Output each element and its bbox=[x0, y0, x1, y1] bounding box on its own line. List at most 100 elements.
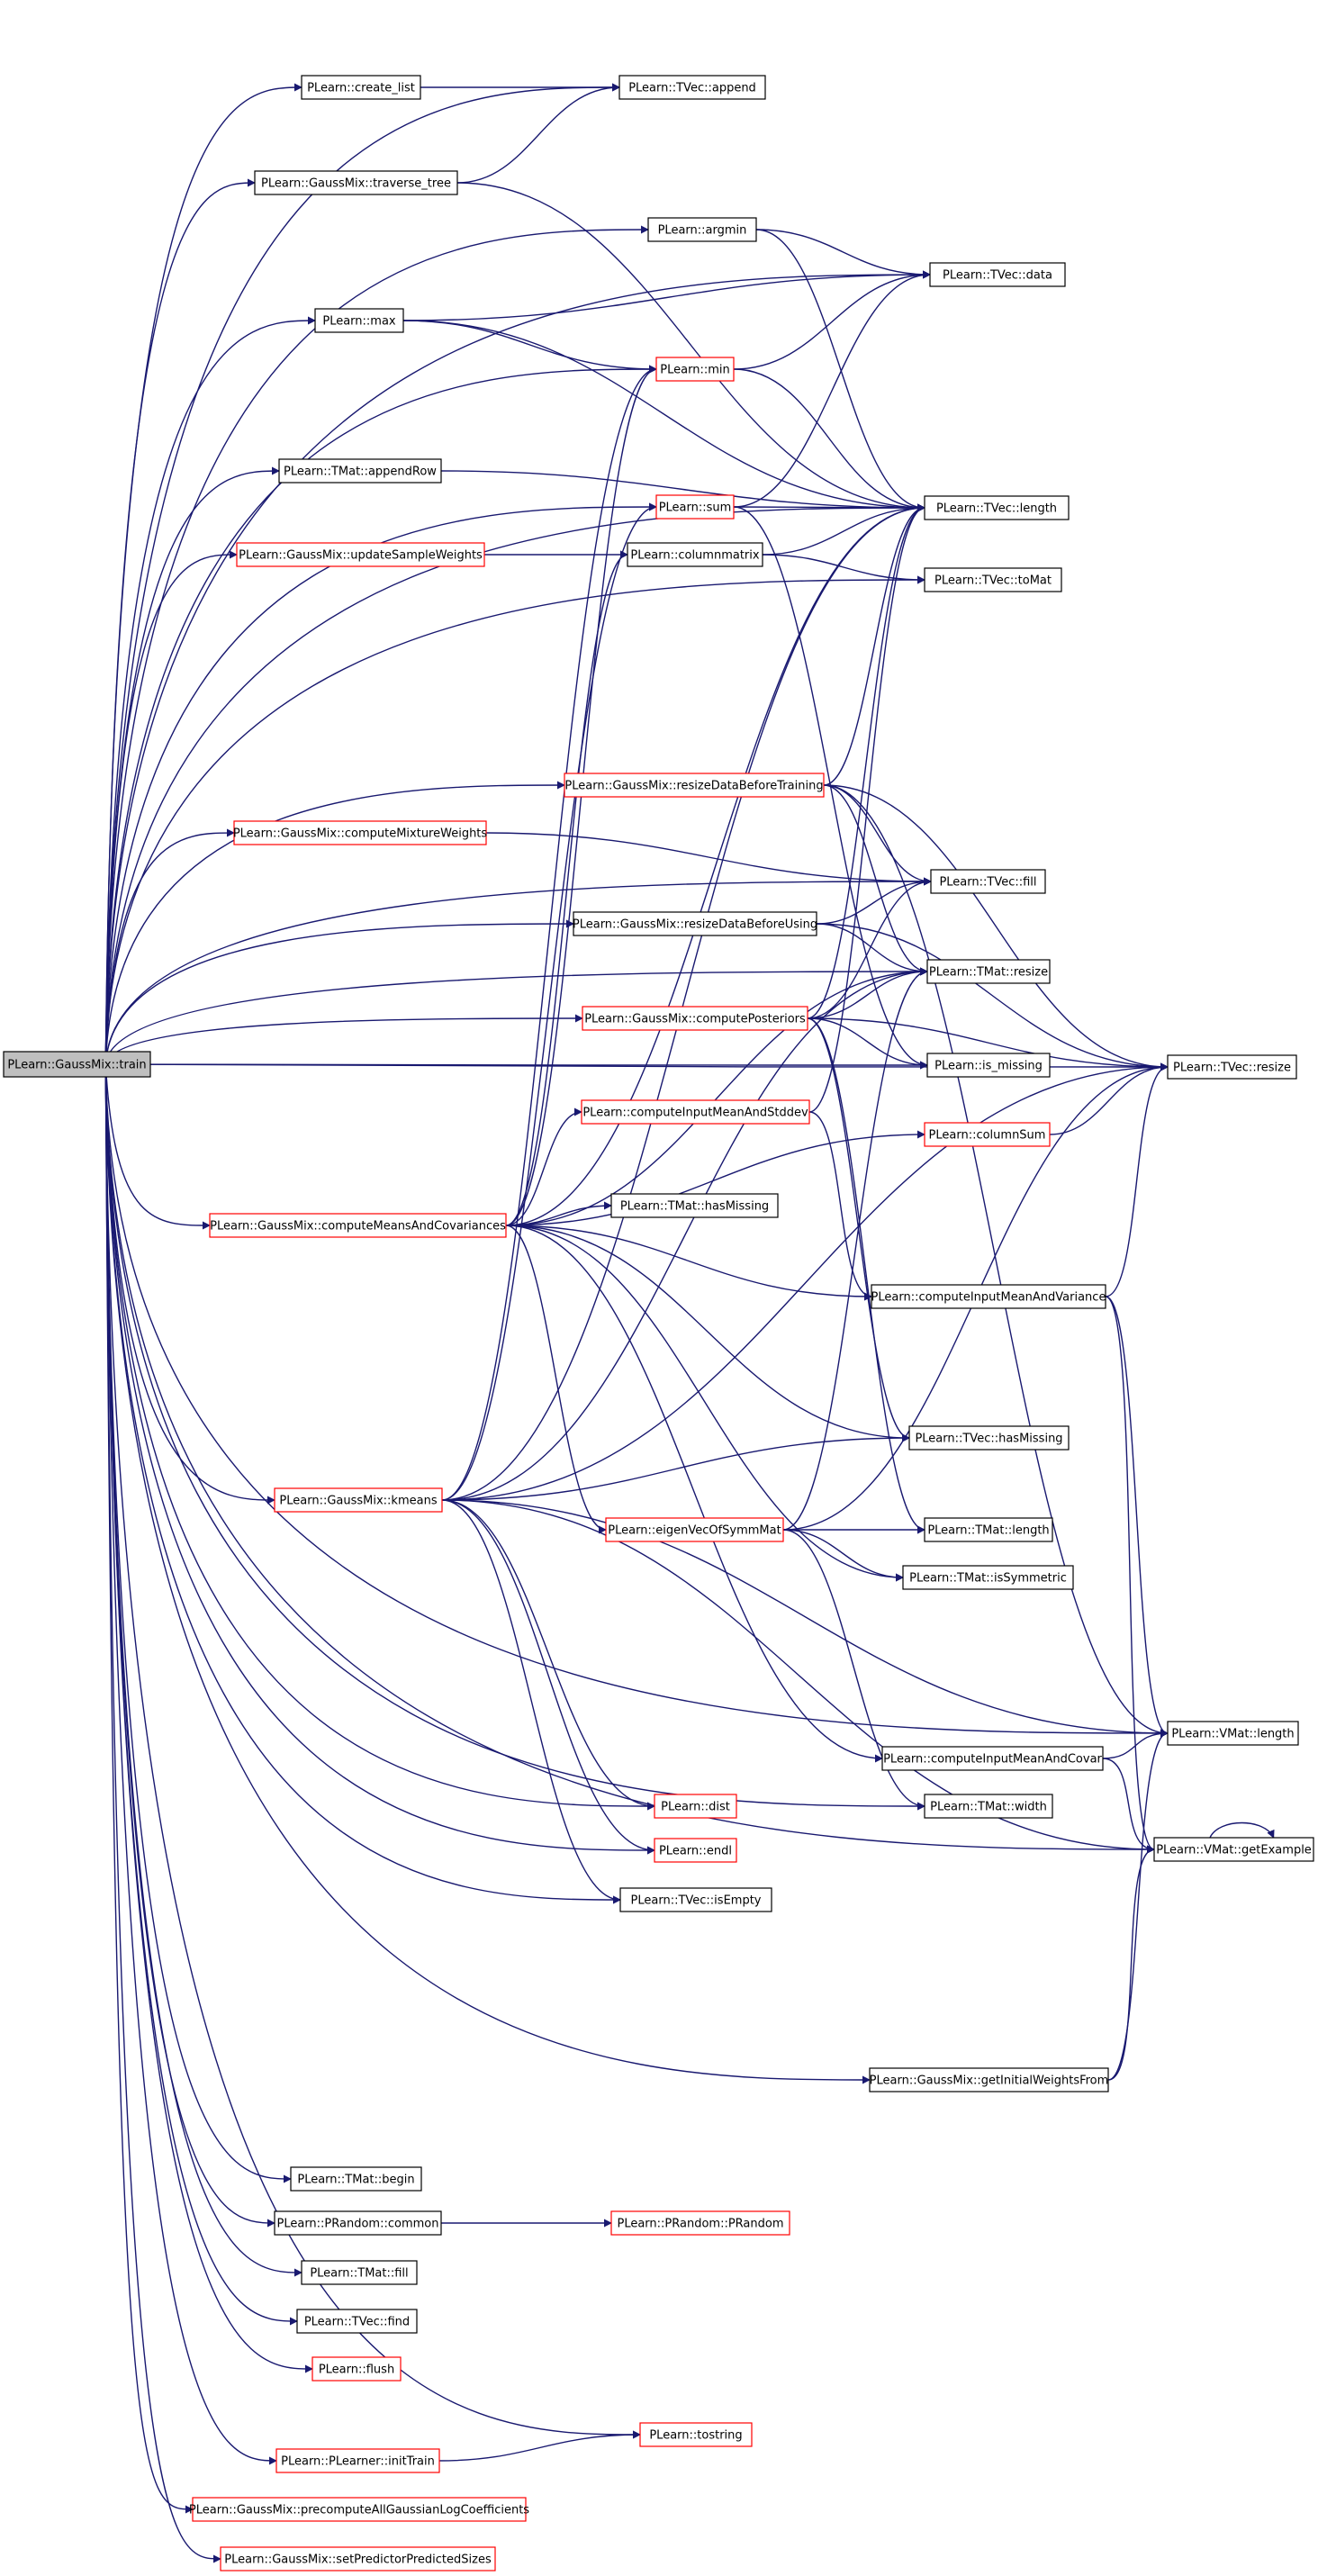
node-box bbox=[610, 2210, 790, 2236]
node-update-sample-weights[interactable]: PLearn::GaussMix::updateSampleWeights bbox=[236, 542, 485, 567]
node-compute-mixture-weights[interactable]: PLearn::GaussMix::computeMixtureWeights bbox=[233, 820, 488, 845]
node-append[interactable]: PLearn::TVec::append bbox=[618, 75, 766, 100]
node-tvec-length[interactable]: PLearn::TVec::length bbox=[924, 495, 1070, 520]
edge-train-to-max bbox=[104, 316, 316, 1065]
node-compute-input-mean-and-variance[interactable]: PLearn::computeInputMeanAndVariance bbox=[871, 1284, 1106, 1309]
node-box bbox=[924, 1517, 1053, 1542]
node-box bbox=[924, 1122, 1051, 1147]
node-label: PLearn::TVec::toMat bbox=[934, 574, 1052, 588]
edge-train-to-tmat-fill bbox=[104, 1063, 302, 2277]
node-label: PLearn::computeInputMeanAndStddev bbox=[582, 1107, 808, 1120]
node-compute-input-mean-and-covar[interactable]: PLearn::computeInputMeanAndCovar bbox=[881, 1746, 1104, 1771]
edge-kmeans-to-tmat-resize bbox=[441, 967, 928, 1501]
node-vmat-length[interactable]: PLearn::VMat::length bbox=[1167, 1721, 1299, 1746]
edge-train-to-resize-data-before-using bbox=[104, 919, 574, 1065]
edge-resize-data-before-using-to-tvec-fill bbox=[816, 877, 932, 925]
node-box bbox=[192, 2497, 527, 2522]
node-set-predictor[interactable]: PLearn::GaussMix::setPredictorPredictedS… bbox=[220, 2546, 496, 2571]
edge-train-to-tvec-data bbox=[104, 270, 931, 1065]
node-flush[interactable]: PLearn::flush bbox=[311, 2356, 402, 2382]
node-box bbox=[1167, 1721, 1299, 1746]
node-train[interactable]: PLearn::GaussMix::train bbox=[3, 1051, 151, 1078]
node-traverse-tree[interactable]: PLearn::GaussMix::traverse_tree bbox=[254, 170, 458, 195]
edge-kmeans-to-vmat-length bbox=[441, 1499, 1169, 1738]
edge-train-to-create-list bbox=[104, 83, 302, 1065]
node-is-missing[interactable]: PLearn::is_missing bbox=[926, 1053, 1051, 1078]
node-tmat-width[interactable]: PLearn::TMat::width bbox=[924, 1794, 1053, 1819]
node-columnmatrix[interactable]: PLearn::columnmatrix bbox=[627, 542, 763, 567]
node-tmat-resize[interactable]: PLearn::TMat::resize bbox=[926, 959, 1051, 984]
node-init-train[interactable]: PLearn::PLearner::initTrain bbox=[275, 2448, 440, 2473]
edge-train-to-vmat-length bbox=[104, 1063, 1169, 1738]
node-tvec-resize[interactable]: PLearn::TVec::resize bbox=[1167, 1054, 1297, 1080]
node-tvec-find[interactable]: PLearn::TVec::find bbox=[296, 2309, 418, 2334]
node-label: PLearn::TMat::isSymmetric bbox=[909, 1572, 1067, 1586]
node-box bbox=[233, 820, 487, 845]
node-tmat-length[interactable]: PLearn::TMat::length bbox=[924, 1517, 1053, 1542]
node-label: PLearn::GaussMix::computePosteriors bbox=[584, 1013, 806, 1026]
node-label: PLearn::TVec::hasMissing bbox=[915, 1433, 1062, 1446]
node-label: PLearn::GaussMix::train bbox=[7, 1059, 146, 1072]
edge-kmeans-to-endl bbox=[441, 1499, 655, 1855]
node-resize-data-before-training[interactable]: PLearn::GaussMix::resizeDataBeforeTraini… bbox=[564, 773, 825, 798]
node-append-row[interactable]: PLearn::TMat::appendRow bbox=[278, 458, 442, 484]
node-label: PLearn::TMat::width bbox=[930, 1801, 1047, 1814]
node-precompute[interactable]: PLearn::GaussMix::precomputeAllGaussianL… bbox=[189, 2497, 529, 2522]
node-get-example[interactable]: PLearn::VMat::getExample bbox=[1153, 1837, 1314, 1862]
node-tvec-fill[interactable]: PLearn::TVec::fill bbox=[930, 869, 1046, 894]
node-tmat-fill[interactable]: PLearn::TMat::fill bbox=[301, 2260, 418, 2285]
node-common[interactable]: PLearn::PRandom::common bbox=[274, 2210, 442, 2236]
edge-max-to-tvec-length bbox=[402, 320, 925, 512]
node-label: PLearn::GaussMix::traverse_tree bbox=[261, 177, 451, 191]
edge-train-to-flush bbox=[104, 1063, 313, 2373]
node-box bbox=[582, 1006, 808, 1031]
node-prandom[interactable]: PLearn::PRandom::PRandom bbox=[610, 2210, 790, 2236]
node-tostring[interactable]: PLearn::tostring bbox=[639, 2422, 753, 2447]
edge-train-to-compute-mixture-weights bbox=[104, 828, 235, 1065]
edge-column-sum-to-tvec-resize bbox=[1049, 1062, 1169, 1135]
node-to-mat[interactable]: PLearn::TVec::toMat bbox=[924, 567, 1062, 592]
edge-compute-posteriors-to-tmat-length bbox=[807, 1017, 925, 1534]
node-label: PLearn::TVec::data bbox=[943, 269, 1052, 283]
node-box bbox=[654, 1838, 737, 1863]
edge-compute-posteriors-to-tvec-resize bbox=[807, 1017, 1169, 1071]
node-compute-input-mean-and-stddev[interactable]: PLearn::computeInputMeanAndStddev bbox=[581, 1099, 810, 1125]
node-sum[interactable]: PLearn::sum bbox=[655, 494, 735, 520]
node-box bbox=[564, 773, 825, 798]
node-is-symmetric[interactable]: PLearn::TMat::isSymmetric bbox=[902, 1565, 1074, 1590]
node-compute-means-and-covariances[interactable]: PLearn::GaussMix::computeMeansAndCovaria… bbox=[209, 1213, 507, 1238]
node-compute-posteriors[interactable]: PLearn::GaussMix::computePosteriors bbox=[582, 1006, 808, 1031]
node-create-list[interactable]: PLearn::create_list bbox=[301, 75, 421, 100]
edge-kmeans-to-get-example bbox=[441, 1499, 1155, 1854]
node-get-initial-weights-from[interactable]: PLearn::GaussMix::getInitialWeightsFrom bbox=[869, 2067, 1109, 2092]
node-tmat-has-missing[interactable]: PLearn::TMat::hasMissing bbox=[610, 1193, 779, 1218]
node-box bbox=[274, 1487, 443, 1513]
node-box bbox=[290, 2166, 422, 2192]
edge-get-initial-weights-from-to-get-example bbox=[1107, 1845, 1155, 2081]
node-tvec-data[interactable]: PLearn::TVec::data bbox=[929, 262, 1066, 287]
node-box bbox=[314, 308, 404, 333]
edge-append-row-to-tvec-length bbox=[440, 470, 925, 512]
node-resize-data-before-using[interactable]: PLearn::GaussMix::resizeDataBeforeUsing bbox=[573, 911, 817, 936]
node-tvec-has-missing[interactable]: PLearn::TVec::hasMissing bbox=[908, 1425, 1070, 1451]
node-tmat-begin[interactable]: PLearn::TMat::begin bbox=[290, 2166, 422, 2192]
edge-train-to-sum bbox=[104, 502, 657, 1065]
node-eigen-vec-of-symm-mat[interactable]: PLearn::eigenVecOfSymmMat bbox=[605, 1517, 784, 1542]
node-box bbox=[236, 542, 485, 567]
edge-resize-data-before-training-to-tmat-resize bbox=[823, 784, 928, 976]
node-label: PLearn::endl bbox=[659, 1845, 732, 1858]
node-is-empty[interactable]: PLearn::TVec::isEmpty bbox=[619, 1887, 772, 1912]
edge-train-to-tvec-length bbox=[104, 503, 925, 1065]
node-max[interactable]: PLearn::max bbox=[314, 308, 404, 333]
node-label: PLearn::TVec::append bbox=[628, 82, 756, 95]
edge-kmeans-to-tvec-length bbox=[441, 503, 925, 1501]
node-min[interactable]: PLearn::min bbox=[655, 357, 735, 382]
node-endl[interactable]: PLearn::endl bbox=[654, 1838, 737, 1863]
edge-compute-input-mean-and-covar-to-get-example bbox=[1102, 1758, 1155, 1854]
node-label: PLearn::sum bbox=[659, 502, 732, 515]
node-argmin[interactable]: PLearn::argmin bbox=[647, 217, 757, 242]
node-kmeans[interactable]: PLearn::GaussMix::kmeans bbox=[274, 1487, 443, 1513]
node-column-sum[interactable]: PLearn::columnSum bbox=[924, 1122, 1051, 1147]
node-dist[interactable]: PLearn::dist bbox=[654, 1794, 737, 1819]
node-box bbox=[220, 2546, 496, 2571]
